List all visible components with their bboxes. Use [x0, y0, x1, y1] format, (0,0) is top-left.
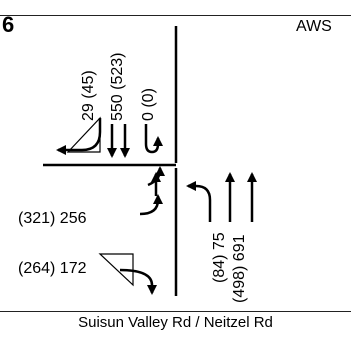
intersection-caption: Suisun Valley Rd / Neitzel Rd: [78, 314, 273, 331]
northbound-left-volume: (84) 75: [211, 232, 228, 283]
traffic-control-label: AWS: [296, 18, 332, 35]
southbound-right-volume: 29 (45): [80, 70, 97, 121]
turning-movement-diagram: 29 (45) 550 (523) 0 (0) (321) 256 (264) …: [18, 26, 257, 303]
southbound-through-volume: 550 (523): [109, 53, 126, 122]
northbound-through-volume: (498) 691: [231, 234, 248, 303]
northbound-left-arrow: [186, 181, 212, 222]
eastbound-left-arrow-2: [139, 194, 163, 216]
eastbound-right-arrow: [98, 253, 157, 295]
top-divider: [0, 15, 351, 16]
eastbound-left-arrow: [147, 166, 165, 187]
southbound-uturn-arrow: [144, 124, 163, 154]
bottom-divider: [0, 311, 351, 312]
southbound-uturn-volume: 0 (0): [140, 88, 157, 121]
intersection-number: 6: [2, 12, 15, 37]
eastbound-right-volume: (264) 172: [18, 260, 87, 277]
southbound-right-arrow: [56, 116, 102, 155]
eastbound-left-volume: (321) 256: [18, 210, 87, 227]
